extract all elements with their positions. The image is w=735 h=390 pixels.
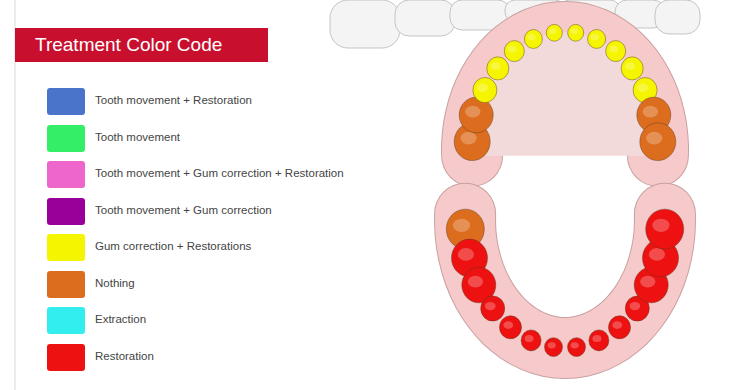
legend-text: Extraction [95, 313, 146, 325]
upper-tooth [546, 24, 562, 41]
tooth-shine [465, 106, 480, 118]
lower-tooth [500, 316, 522, 339]
gum [472, 32, 658, 156]
upper-tooth [588, 30, 606, 49]
legend-swatch [47, 344, 85, 371]
tooth-shine [571, 28, 578, 34]
tooth-shine [548, 342, 556, 348]
legend-swatch [47, 88, 85, 115]
title-band: Treatment Color Code [15, 28, 268, 62]
tooth-shine [468, 276, 483, 288]
tooth-shine [571, 342, 579, 348]
tooth-shine [503, 321, 513, 329]
lower-tooth [589, 330, 609, 351]
tooth-shine [528, 34, 536, 40]
upper-tooth [504, 41, 524, 62]
lower-tooth [646, 209, 684, 249]
tooth-shine [609, 46, 618, 53]
tooth-shine [477, 84, 488, 92]
upper-tooth [473, 78, 497, 103]
upper-tooth [640, 123, 676, 161]
tooth-shine [649, 248, 665, 261]
legend-swatch [47, 125, 85, 152]
legend-text: Tooth movement + Restoration [95, 94, 252, 106]
upper-tooth [487, 57, 509, 80]
tooth-shine [508, 46, 517, 53]
tooth-shine [491, 62, 501, 70]
legend-text: Tooth movement + Gum correction + Restor… [95, 167, 344, 179]
tooth-shine [592, 335, 601, 342]
tooth-shine [549, 28, 556, 34]
legend-swatch [47, 161, 85, 188]
lower-tooth [609, 316, 631, 339]
upper-tooth [606, 41, 626, 62]
upper-tooth [568, 24, 584, 41]
tooth-shine [485, 302, 496, 310]
legend-text: Restoration [95, 350, 154, 362]
tooth-shine [612, 321, 622, 329]
title: Treatment Color Code [35, 34, 222, 56]
tooth-shine [646, 132, 662, 145]
tooth-shine [652, 219, 669, 232]
lower-tooth [521, 330, 541, 351]
lower-tooth [568, 338, 586, 357]
legend-text: Gum correction + Restorations [95, 240, 251, 252]
tooth-shine [458, 248, 474, 261]
tooth-shine [453, 219, 470, 232]
tooth-shine [630, 302, 641, 310]
legend-text: Tooth movement + Gum correction [95, 204, 272, 216]
tooth-shine [461, 132, 477, 145]
tooth-shine [591, 34, 599, 40]
legend-text: Tooth movement [95, 131, 180, 143]
tooth-shine [643, 106, 658, 118]
palate [472, 32, 658, 156]
legend-swatch [47, 198, 85, 225]
legend-swatch [47, 307, 85, 334]
gum-outline [472, 32, 658, 156]
lower-tooth [481, 296, 505, 321]
tooth-shine [625, 62, 635, 70]
upper-tooth [524, 30, 542, 49]
legend-swatch [47, 271, 85, 298]
upper-tooth [621, 57, 643, 80]
legend-text: Nothing [95, 277, 135, 289]
tooth-shine [525, 335, 534, 342]
lower-tooth [545, 338, 563, 357]
legend-swatch [47, 234, 85, 261]
tooth-shine [637, 84, 648, 92]
tooth-shine [640, 276, 655, 288]
